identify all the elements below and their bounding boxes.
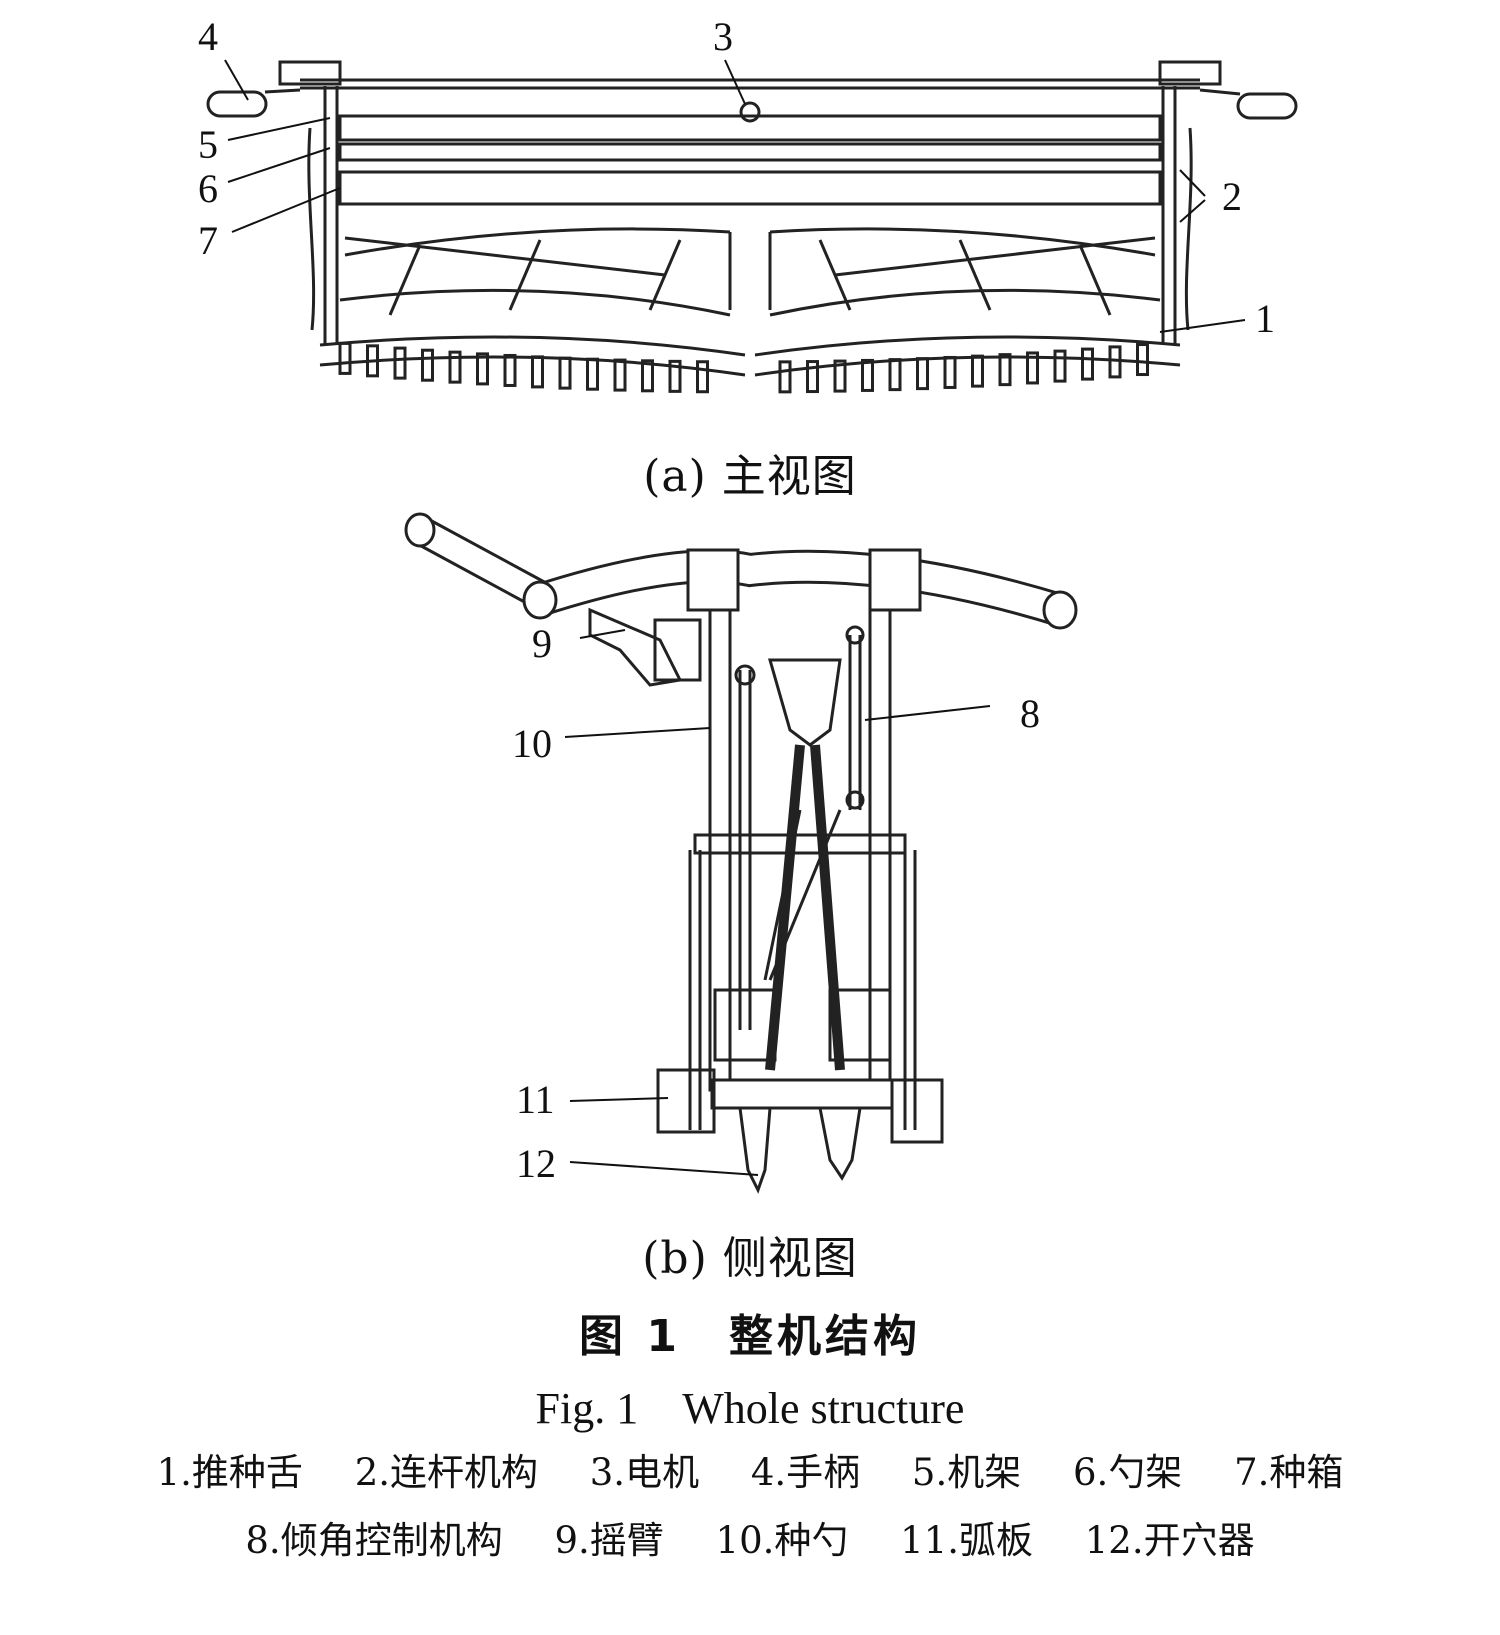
callout-7: 7 <box>198 218 218 263</box>
legend-item: 2.连杆机构 <box>354 1451 538 1494</box>
legend-item: 8.倾角控制机构 <box>245 1519 503 1562</box>
legend-item: 5.机架 <box>911 1451 1022 1494</box>
opener-tooth <box>1136 343 1149 377</box>
subcaption-a: (a) 主视图 <box>643 451 857 502</box>
opener-tooth <box>943 355 957 389</box>
callout-12: 12 <box>516 1141 556 1186</box>
callout-2: 2 <box>1222 174 1242 219</box>
opener-tooth <box>503 353 517 387</box>
opener-tooth <box>366 344 379 378</box>
legend-item: 3.电机 <box>589 1451 700 1494</box>
opener-tooth <box>861 358 874 392</box>
side-view-drawing: 9 10 8 11 12 <box>404 512 1078 1194</box>
opener-tooth <box>1081 347 1094 381</box>
opener-tooth <box>448 350 462 384</box>
opener-tooth <box>393 346 407 380</box>
legend-item: 1.推种舌 <box>156 1451 303 1494</box>
opener-tooth <box>833 359 847 393</box>
opener-tooth <box>806 360 819 394</box>
opener-tooth <box>558 356 572 390</box>
callout-5: 5 <box>198 122 218 167</box>
callout-8: 8 <box>1020 691 1040 736</box>
callout-4: 4 <box>198 14 218 59</box>
opener-tooth <box>421 348 434 382</box>
opener-tooth <box>613 358 627 392</box>
opener-tooth <box>778 360 792 394</box>
opener-tooth <box>1026 351 1039 385</box>
callout-3: 3 <box>713 14 733 59</box>
figure-title-en: Fig. 1 Whole structure <box>535 1384 965 1433</box>
opener-tooth <box>586 357 599 391</box>
opener-tooth <box>971 354 984 388</box>
legend-item: 4.手柄 <box>750 1451 861 1494</box>
callout-10: 10 <box>512 721 552 766</box>
opener-tooth <box>696 360 709 394</box>
subcaption-b: (b) 侧视图 <box>642 1233 858 1284</box>
opener-tooth <box>641 359 654 393</box>
legend-line-1: 1.推种舌 2.连杆机构 3.电机 4.手柄 5.机架 6.勺架 7.种箱 <box>0 1442 1500 1496</box>
legend-item: 12.开穴器 <box>1084 1519 1255 1562</box>
callout-1: 1 <box>1255 296 1275 341</box>
legend-item: 6.勺架 <box>1073 1451 1183 1494</box>
legend-item: 10.种勺 <box>715 1519 849 1562</box>
opener-tooth <box>668 359 682 393</box>
legend-item: 9.摇臂 <box>554 1519 664 1562</box>
opener-tooth <box>531 355 544 389</box>
legend-item: 7.种箱 <box>1234 1451 1344 1494</box>
opener-tooth <box>338 341 352 375</box>
opener-tooth <box>916 357 929 391</box>
opener-tooth <box>1053 349 1067 383</box>
opener-tooth <box>1108 345 1122 379</box>
callout-9: 9 <box>532 621 552 666</box>
opener-tooth <box>476 352 489 386</box>
opener-tooth <box>888 358 902 392</box>
legend-item: 11.弧板 <box>900 1519 1033 1562</box>
handle-right <box>1199 88 1298 120</box>
opener-tooth <box>998 353 1012 387</box>
figure-title-cn: 图 1 整机结构 <box>579 1311 921 1362</box>
front-view-drawing: 4 3 5 6 7 2 1 <box>198 14 1298 394</box>
handle-left <box>206 88 301 118</box>
callout-6: 6 <box>198 166 218 211</box>
legend-line-2: 8.倾角控制机构 9.摇臂 10.种勺 11.弧板 12.开穴器 <box>0 1510 1500 1564</box>
callout-11: 11 <box>516 1077 555 1122</box>
